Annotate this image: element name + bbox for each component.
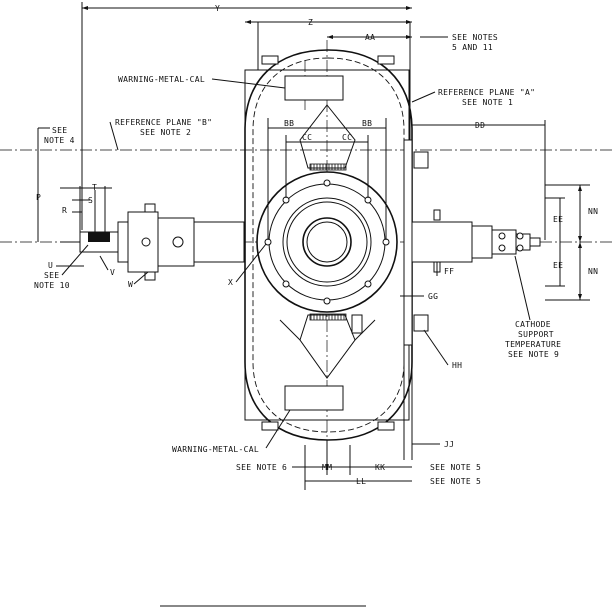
dim-z-label: Z: [308, 18, 313, 27]
right-upper-nut: [413, 151, 429, 169]
note-see-note-6: SEE NOTE 6: [236, 463, 287, 472]
upper-web: [299, 104, 356, 169]
dim-nn-top-label: NN: [588, 207, 598, 216]
note-see-note-10-line2: NOTE 10: [34, 281, 70, 290]
note-see-note-4-line2: NOTE 4: [44, 136, 75, 145]
note-see-note-10-line1: SEE: [44, 271, 59, 280]
bottom-gear-teeth: [309, 313, 347, 321]
note-cathode-line4: SEE NOTE 9: [508, 350, 559, 359]
dim-ff-label: FF: [444, 267, 454, 276]
dim-jj-label: JJ: [444, 440, 454, 449]
dim-aa-label: AA: [365, 33, 375, 42]
right-lower-nut: [413, 314, 429, 332]
warning-plate-bottom: [284, 385, 344, 411]
note-warning-top: WARNING-METAL-CAL: [118, 75, 205, 84]
note-cathode-line1: CATHODE: [515, 320, 551, 329]
note-ref-plane-a-line2: SEE NOTE 1: [462, 98, 513, 107]
dim-s-label: S: [88, 196, 93, 205]
bottom-bolts: [261, 421, 395, 431]
note-see-notes-5-11-line2: 5 AND 11: [452, 43, 493, 52]
dim-kk-label: KK: [375, 463, 385, 472]
right-flange: [403, 139, 413, 346]
dim-bb-left-label: BB: [284, 119, 294, 128]
lower-web: [299, 314, 356, 379]
note-see-note-5-a: SEE NOTE 5: [430, 463, 481, 472]
dim-v-label: V: [110, 268, 115, 277]
dim-mm-label: MM: [322, 463, 332, 472]
dim-dd-label: DD: [475, 121, 485, 130]
dim-ll-label: LL: [356, 477, 366, 486]
dim-w-label: W: [128, 280, 133, 289]
dim-ee-top-label: EE: [553, 215, 563, 224]
dim-bb-right-label: BB: [362, 119, 372, 128]
dim-y-label: Y: [215, 4, 220, 13]
note-see-note-5-b: SEE NOTE 5: [430, 477, 481, 486]
note-ref-plane-a-line1: REFERENCE PLANE "A": [438, 88, 535, 97]
dim-ee-bottom-label: EE: [553, 261, 563, 270]
note-see-notes-5-11-line1: SEE NOTES: [452, 33, 498, 42]
note-cathode-line2: SUPPORT: [518, 330, 554, 339]
lower-small-block: [351, 314, 363, 334]
right-shaft-assembly: [411, 209, 541, 273]
note-ref-plane-b-line2: SEE NOTE 2: [140, 128, 191, 137]
dim-r-label: R: [62, 206, 67, 215]
note-cathode-line3: TEMPERATURE: [505, 340, 561, 349]
dim-nn-bottom-label: NN: [588, 267, 598, 276]
left-shaft-assembly: [60, 203, 245, 281]
top-bolts: [261, 55, 395, 65]
note-warning-bottom: WARNING-METAL-CAL: [172, 445, 259, 454]
central-flange: [256, 171, 398, 313]
top-gear-teeth: [309, 163, 347, 171]
note-see-note-4-line1: SEE: [52, 126, 67, 135]
dim-p-label: P: [36, 193, 41, 202]
note-ref-plane-b-line1: REFERENCE PLANE "B": [115, 118, 212, 127]
dim-hh-label: HH: [452, 361, 462, 370]
dim-t-label: T: [92, 183, 97, 192]
warning-plate-top: [284, 75, 344, 101]
dim-cc-left-label: CC: [302, 133, 312, 142]
dim-cc-right-label: CC: [342, 133, 352, 142]
dim-x-label: X: [228, 278, 233, 287]
dim-gg-label: GG: [428, 292, 438, 301]
dim-u-label: U: [48, 261, 53, 270]
